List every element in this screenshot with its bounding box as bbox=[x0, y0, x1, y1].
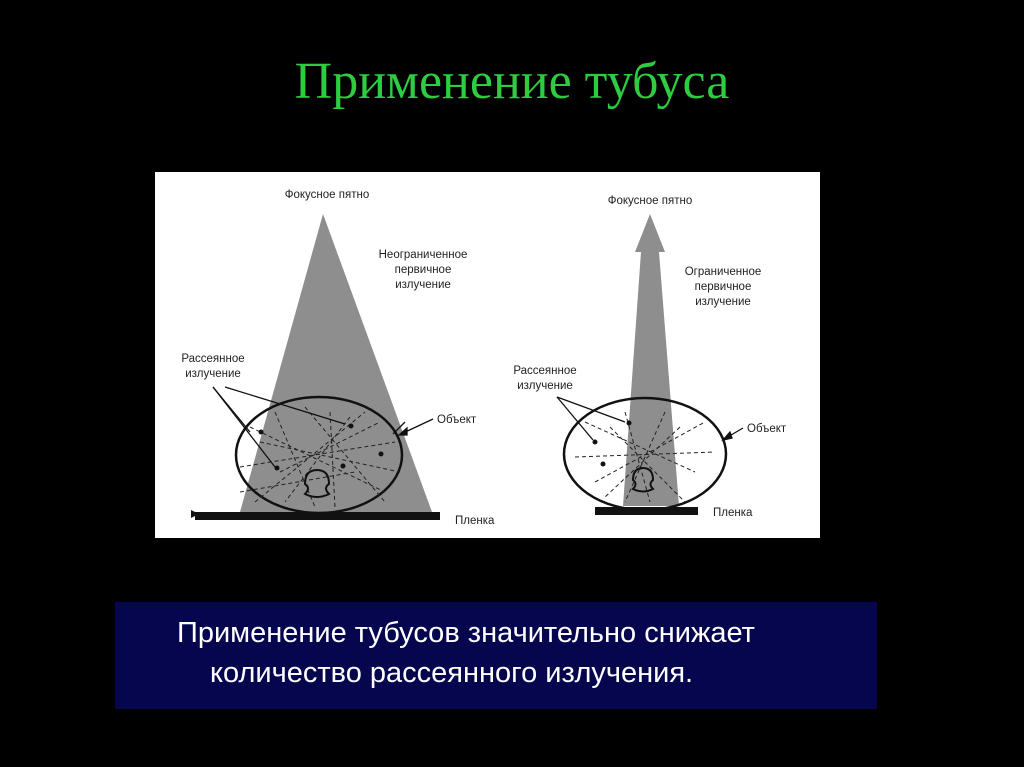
right-scatter-arrows bbox=[556, 396, 626, 441]
right-scatter-label-line2: излучение bbox=[517, 380, 573, 392]
diagram-svg: Фокусное пятно Неограниченное первичное … bbox=[181, 189, 787, 527]
left-object-structure bbox=[303, 468, 331, 498]
caption-line-2: количество рассеянного излучения. bbox=[210, 657, 694, 689]
left-beam-label-line1: Неограниченное bbox=[379, 249, 468, 261]
right-diagram: Фокусное пятно Ограниченное первичное из… bbox=[513, 195, 787, 519]
right-scatter-label-line1: Рассеянное bbox=[513, 365, 576, 377]
slide-title: Применение тубуса bbox=[294, 53, 730, 110]
right-object-structure bbox=[631, 466, 655, 493]
right-film-label: Пленка bbox=[713, 507, 753, 519]
collimation-diagram: Фокусное пятно Неограниченное первичное … bbox=[155, 172, 820, 538]
left-scatter-label-line2: излучение bbox=[185, 368, 241, 380]
right-film bbox=[595, 507, 698, 515]
left-scatter-arrows bbox=[212, 386, 406, 468]
left-diagram: Фокусное пятно Неограниченное первичное … bbox=[181, 189, 495, 527]
left-beam-label-line2: первичное bbox=[395, 264, 452, 276]
right-scatter-lines bbox=[574, 411, 716, 503]
left-scatter-dots bbox=[258, 423, 384, 471]
left-object-arrow bbox=[397, 418, 434, 436]
left-object-label: Объект bbox=[437, 414, 477, 426]
left-film bbox=[195, 512, 440, 520]
right-beam-label-line1: Ограниченное bbox=[685, 266, 762, 278]
left-film-label: Пленка bbox=[455, 515, 495, 527]
caption-box: Применение тубусов значительно снижает к… bbox=[115, 602, 877, 709]
left-scatter-label-line1: Рассеянное bbox=[181, 353, 244, 365]
caption-line-1: Применение тубусов значительно снижает bbox=[177, 617, 755, 649]
right-restricted-beam bbox=[623, 214, 679, 506]
left-film-mark bbox=[191, 510, 199, 518]
right-object-label: Объект bbox=[747, 423, 787, 435]
right-scatter-dots bbox=[592, 420, 632, 467]
right-object-arrow bbox=[721, 427, 744, 442]
right-focal-spot-label: Фокусное пятно bbox=[608, 195, 692, 207]
left-focal-spot-label: Фокусное пятно bbox=[285, 189, 369, 201]
left-beam-label-line3: излучение bbox=[395, 279, 451, 291]
right-beam-label-line3: излучение bbox=[695, 296, 751, 308]
left-unrestricted-beam bbox=[240, 214, 432, 512]
right-beam-label-line2: первичное bbox=[695, 281, 752, 293]
